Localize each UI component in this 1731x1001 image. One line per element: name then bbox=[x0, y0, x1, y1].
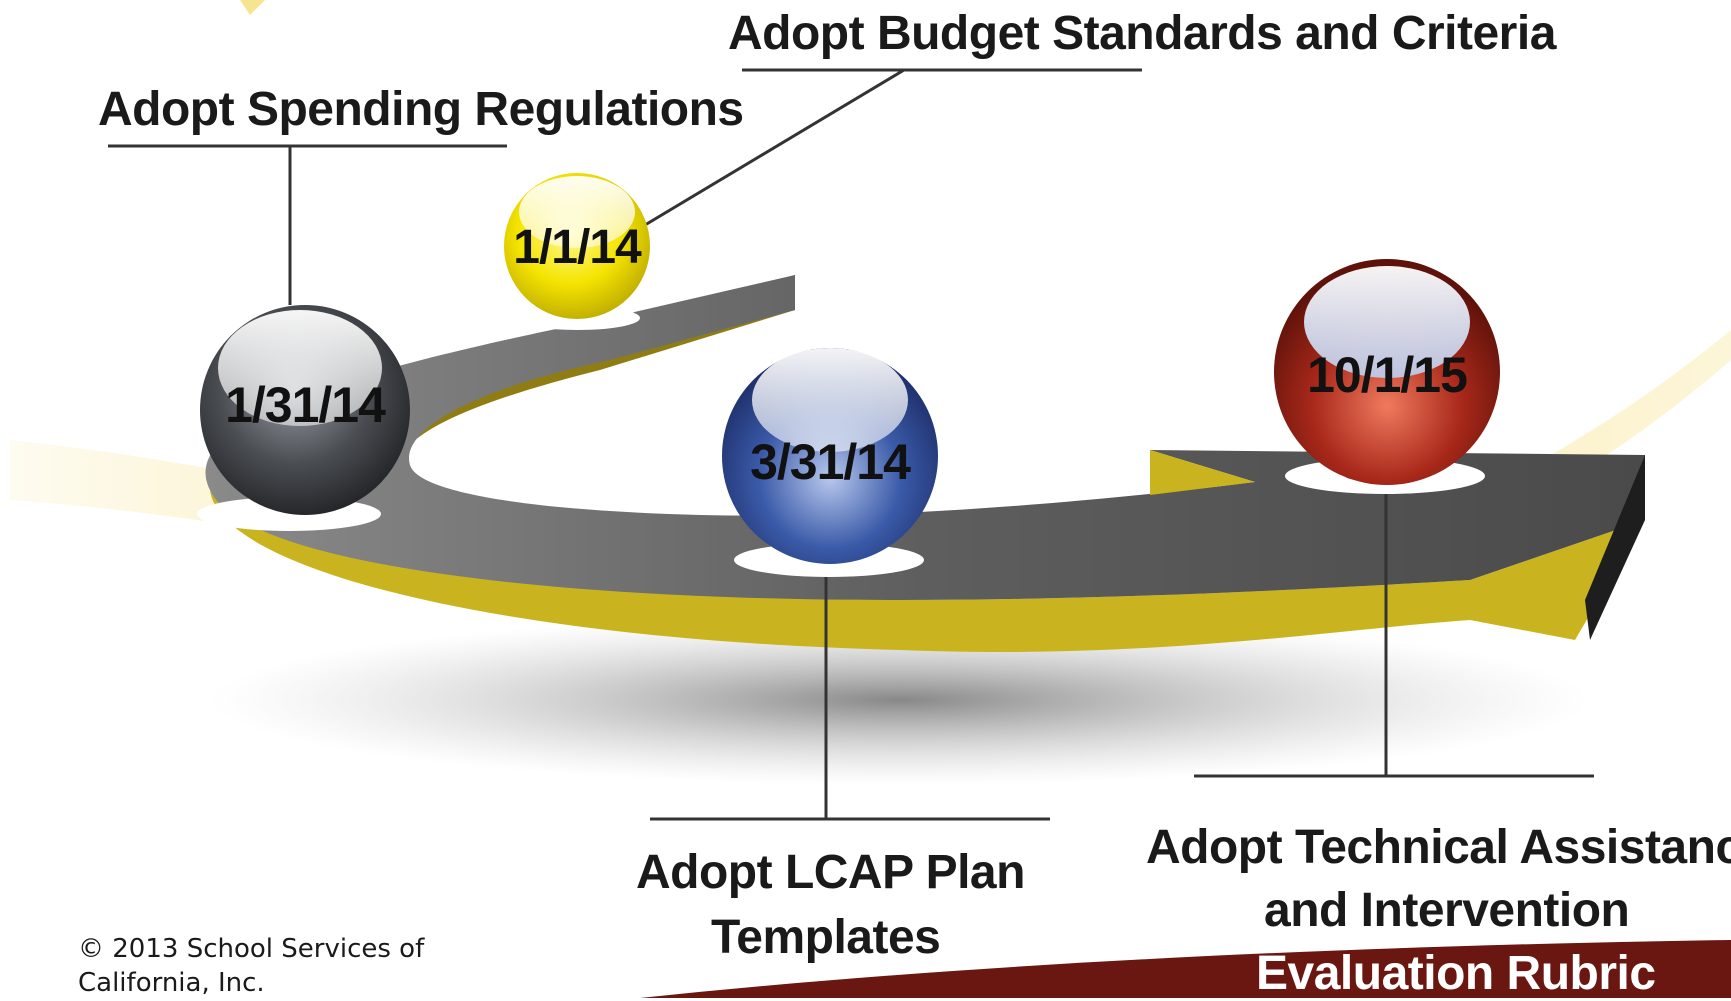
arrow-top bbox=[205, 275, 1646, 600]
milestone-label: Templates bbox=[711, 911, 941, 964]
arrow-shadow bbox=[210, 615, 1590, 785]
milestone-ball-blue bbox=[722, 348, 938, 564]
milestone-label: and Intervention bbox=[1264, 884, 1630, 937]
swoosh-line-top bbox=[240, 0, 265, 15]
copyright-notice: © 2013 School Services of California, In… bbox=[78, 934, 425, 998]
milestone-ball-red bbox=[1274, 259, 1500, 485]
milestone-date: 10/1/15 bbox=[1307, 347, 1468, 403]
milestone-label: Adopt LCAP Plan bbox=[636, 846, 1025, 899]
arrow-head-edge bbox=[1585, 455, 1645, 640]
milestone-date: 1/31/14 bbox=[225, 377, 386, 433]
milestone-label: Evaluation Rubric bbox=[1256, 947, 1656, 1000]
footer-band bbox=[640, 940, 1731, 998]
milestone-ball-yellow bbox=[504, 173, 650, 319]
milestone-label: Adopt Budget Standards and Criteria bbox=[728, 7, 1556, 60]
milestone-ball-dark bbox=[200, 305, 410, 515]
milestone-label: Adopt Spending Regulations bbox=[98, 83, 744, 136]
arrow-side bbox=[210, 490, 1645, 653]
milestone-date: 1/1/14 bbox=[513, 221, 641, 274]
arrow-head-notch bbox=[1150, 450, 1255, 495]
milestone-label: Adopt Technical Assistance bbox=[1146, 821, 1731, 874]
leader-line bbox=[644, 68, 905, 227]
milestone-date: 3/31/14 bbox=[750, 434, 911, 490]
